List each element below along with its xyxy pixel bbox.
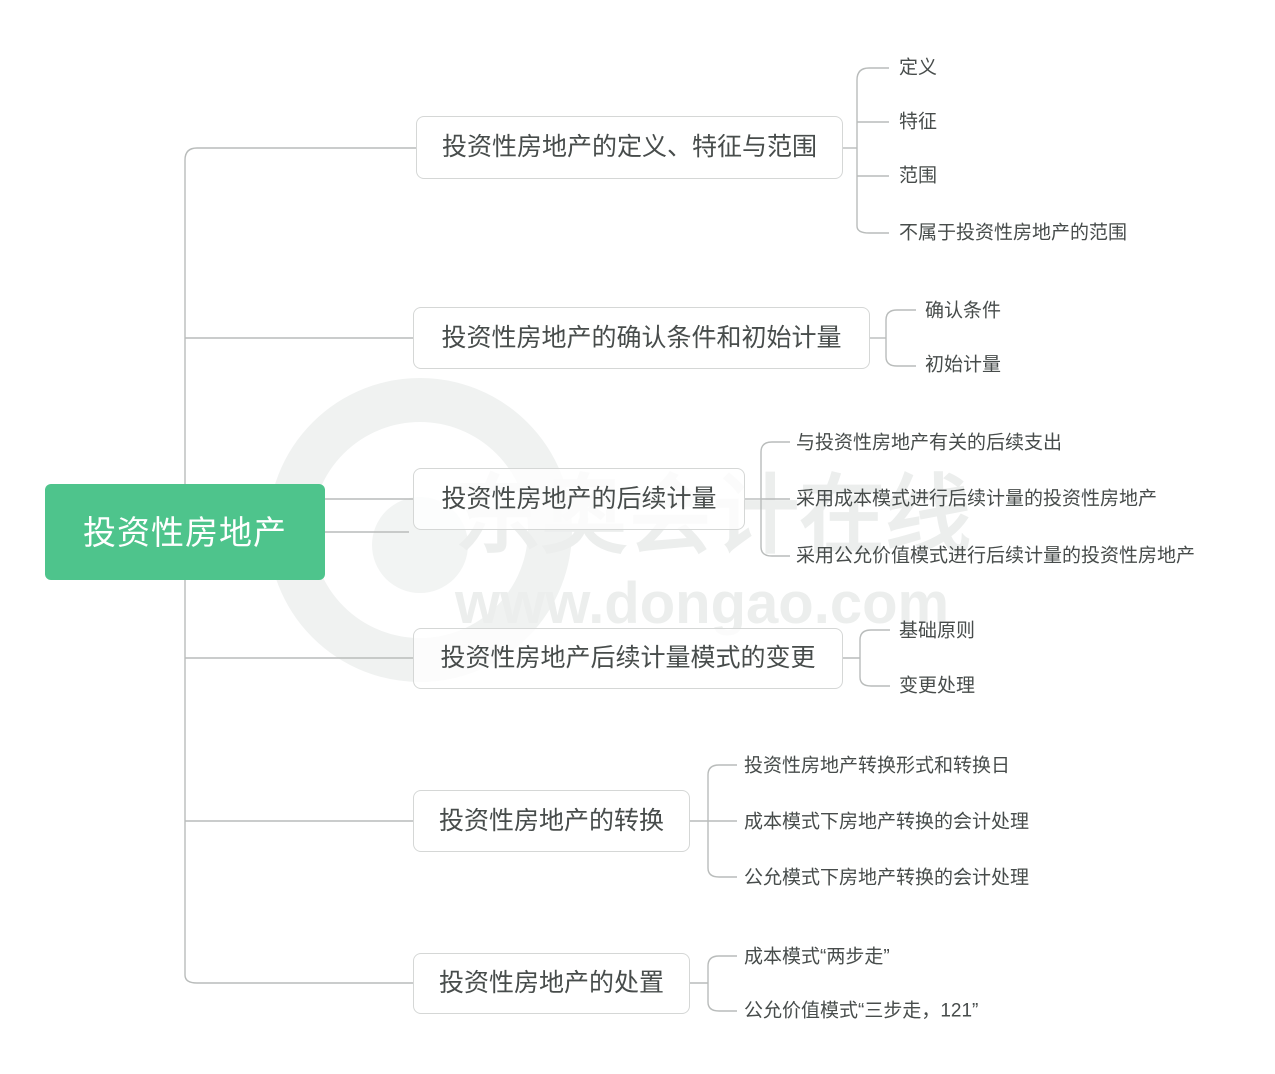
branch-2-leaf-1-line (885, 309, 916, 321)
leaf-node-4-1-label: 基础原则 (899, 620, 976, 642)
leaf-node-6-2-label: 公允价值模式“三步走，121” (744, 1000, 979, 1022)
leaf-node-1-1[interactable]: 定义 (899, 59, 937, 78)
watermark-ring-icon (268, 378, 572, 682)
branch-node-6-label: 投资性房地产的处置 (438, 969, 664, 997)
branch-node-5[interactable]: 投资性房地产的转换 (413, 790, 690, 852)
leaf-node-6-1[interactable]: 成本模式“两步走” (744, 948, 890, 967)
branch-node-2-label: 投资性房地产的确认条件和初始计量 (441, 323, 842, 352)
leaf-node-5-1[interactable]: 投资性房地产转换形式和转换日 (744, 757, 1010, 776)
branch-6-leaf-2-line (707, 1001, 737, 1012)
leaf-node-3-3[interactable]: 采用公允价值模式进行后续计量的投资性房地产 (796, 547, 1195, 566)
leaf-node-5-3-label: 公允模式下房地产转换的会计处理 (744, 867, 1030, 889)
leaf-node-5-1-label: 投资性房地产转换形式和转换日 (744, 755, 1011, 777)
branch-1-leaf-4-line (856, 225, 889, 234)
leaf-node-1-1-label: 定义 (899, 57, 938, 79)
branch-node-2[interactable]: 投资性房地产的确认条件和初始计量 (413, 307, 870, 369)
leaf-node-2-1-label: 确认条件 (925, 300, 1002, 322)
leaf-node-3-1[interactable]: 与投资性房地产有关的后续支出 (796, 434, 1062, 453)
leaf-node-3-2[interactable]: 采用成本模式进行后续计量的投资性房地产 (796, 490, 1157, 509)
branch-6-leaf-1-line (707, 955, 737, 967)
leaf-node-3-1-label: 与投资性房地产有关的后续支出 (796, 432, 1063, 454)
leaf-node-6-1-label: 成本模式“两步走” (744, 946, 890, 968)
leaf-node-5-2-label: 成本模式下房地产转换的会计处理 (744, 811, 1030, 833)
branch-node-5-label: 投资性房地产的转换 (438, 806, 664, 835)
branch-node-1[interactable]: 投资性房地产的定义、特征与范围 (416, 116, 843, 179)
leaf-node-1-3-label: 范围 (899, 165, 938, 187)
branch-node-3-label: 投资性房地产的后续计量 (441, 484, 717, 513)
root-node[interactable]: 投资性房地产 (45, 484, 325, 580)
leaf-node-2-2-label: 初始计量 (925, 354, 1002, 376)
branch-4-leaf-1-line (859, 629, 890, 641)
branch-node-3[interactable]: 投资性房地产的后续计量 (413, 468, 745, 530)
branch-5-leaf-3-line (707, 867, 737, 878)
watermark-url-text: www.dongao.com (454, 571, 949, 636)
leaf-node-1-2[interactable]: 特征 (899, 113, 937, 132)
leaf-node-2-2[interactable]: 初始计量 (925, 356, 1001, 375)
branch-2-leaf-2-line (885, 356, 916, 367)
leaf-node-1-2-label: 特征 (899, 111, 938, 133)
branch-1-leaf-1-line (856, 67, 889, 81)
leaf-node-3-2-label: 采用成本模式进行后续计量的投资性房地产 (796, 488, 1158, 510)
branch-3-leaf-1-line (760, 441, 790, 453)
branch-5-leaf-1-line (707, 764, 737, 776)
leaf-node-1-3[interactable]: 范围 (899, 167, 937, 186)
branch-node-4-label: 投资性房地产后续计量模式的变更 (440, 644, 816, 672)
branch-4-leaf-2-line (859, 676, 890, 687)
leaf-node-2-1[interactable]: 确认条件 (925, 302, 1001, 321)
leaf-node-1-4[interactable]: 不属于投资性房地产的范围 (899, 224, 1127, 243)
branch-node-1-label: 投资性房地产的定义、特征与范围 (441, 133, 817, 161)
leaf-node-5-3[interactable]: 公允模式下房地产转换的会计处理 (744, 869, 1029, 888)
branch-3-leaf-3-line (760, 546, 790, 557)
trunk-to-branch-1 (184, 147, 416, 161)
leaf-node-1-4-label: 不属于投资性房地产的范围 (899, 222, 1128, 244)
leaf-node-4-2-label: 变更处理 (899, 675, 976, 697)
branch-node-4[interactable]: 投资性房地产后续计量模式的变更 (413, 628, 843, 689)
leaf-node-3-3-label: 采用公允价值模式进行后续计量的投资性房地产 (796, 545, 1196, 567)
branch-node-6[interactable]: 投资性房地产的处置 (413, 953, 690, 1014)
leaf-node-5-2[interactable]: 成本模式下房地产转换的会计处理 (744, 813, 1029, 832)
root-node-label: 投资性房地产 (83, 513, 287, 551)
leaf-node-4-1[interactable]: 基础原则 (899, 622, 975, 641)
leaf-node-6-2[interactable]: 公允价值模式“三步走，121” (744, 1002, 978, 1021)
trunk-to-branch-6 (184, 974, 413, 984)
leaf-node-4-2[interactable]: 变更处理 (899, 677, 975, 696)
